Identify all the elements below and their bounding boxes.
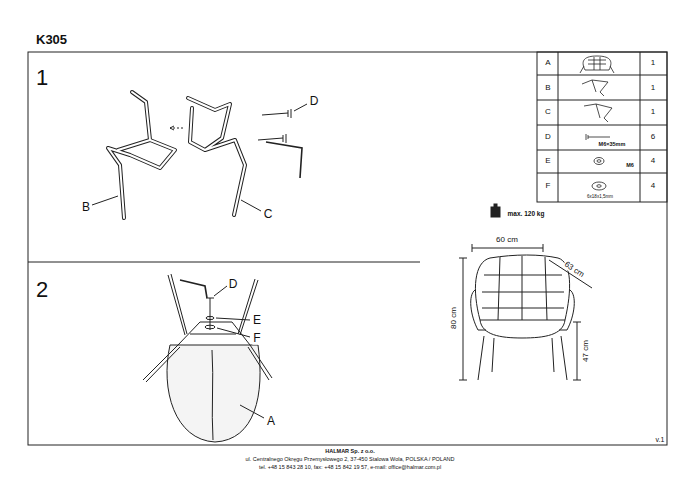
table-cell: E bbox=[544, 157, 551, 165]
table-cell: A bbox=[544, 59, 551, 67]
footer-text: tel. +48 15 843 28 10, fax: +48 15 842 1… bbox=[258, 465, 442, 471]
table-cell: 1 bbox=[650, 84, 656, 92]
version-note: v.1 bbox=[655, 436, 666, 443]
footer-text: HALMAR Sp. z o.o. bbox=[324, 449, 376, 455]
table-cell: C bbox=[544, 108, 552, 116]
table-cell: 6x18x1,5mm bbox=[586, 195, 614, 200]
table-cell: M6 bbox=[625, 163, 635, 169]
part-letter: B bbox=[81, 201, 91, 214]
table-cell: D bbox=[544, 133, 552, 141]
table-cell: F bbox=[545, 182, 552, 190]
table-cell: B bbox=[544, 84, 551, 92]
table-cell: 1 bbox=[650, 108, 656, 116]
dimension: 63 cm bbox=[562, 260, 587, 280]
footer-text: ul. Centralnego Okręgu Przemysłowego 2, … bbox=[244, 457, 455, 463]
part-letter: D bbox=[309, 95, 320, 108]
step-number: 2 bbox=[35, 278, 49, 301]
dimension: 80 cm bbox=[450, 306, 458, 330]
table-cell: 4 bbox=[650, 157, 656, 165]
part-letter: F bbox=[252, 332, 261, 345]
part-letter: C bbox=[263, 208, 274, 221]
model-title: K305 bbox=[35, 33, 68, 47]
dimension: 47 cm bbox=[582, 339, 590, 363]
part-letter: A bbox=[266, 415, 276, 428]
part-letter: D bbox=[228, 278, 239, 291]
dimension: 60 cm bbox=[495, 236, 519, 244]
table-cell: M6×35mm bbox=[598, 142, 627, 148]
part-letter: E bbox=[252, 314, 262, 327]
step-number: 1 bbox=[35, 66, 49, 89]
table-cell: 6 bbox=[650, 133, 656, 141]
table-cell: 1 bbox=[650, 59, 656, 67]
table-cell: 4 bbox=[650, 182, 656, 190]
weight-limit: max. 120 kg bbox=[507, 211, 546, 218]
